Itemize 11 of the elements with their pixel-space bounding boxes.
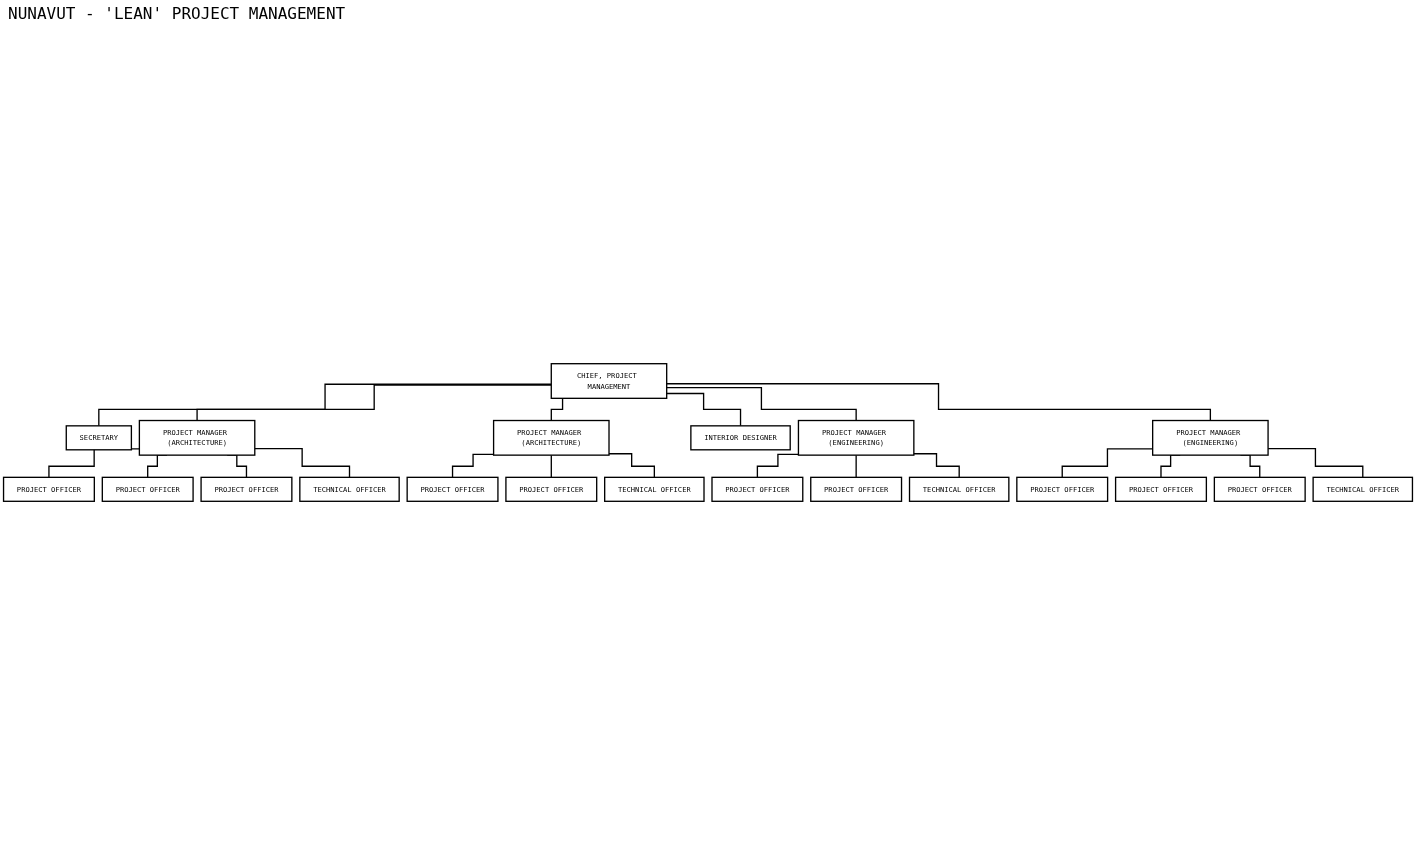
connector: [196, 384, 552, 422]
connector: [550, 454, 552, 478]
connector: [254, 447, 351, 478]
diagram-title: NUNAVUT - 'LEAN' PROJECT MANAGEMENT: [8, 4, 346, 23]
connector: [98, 383, 552, 427]
connector: [666, 386, 857, 422]
connector: [666, 392, 742, 427]
connector: [855, 454, 857, 478]
connector: [666, 383, 1212, 422]
connector: [608, 453, 655, 478]
connector: [913, 453, 960, 478]
